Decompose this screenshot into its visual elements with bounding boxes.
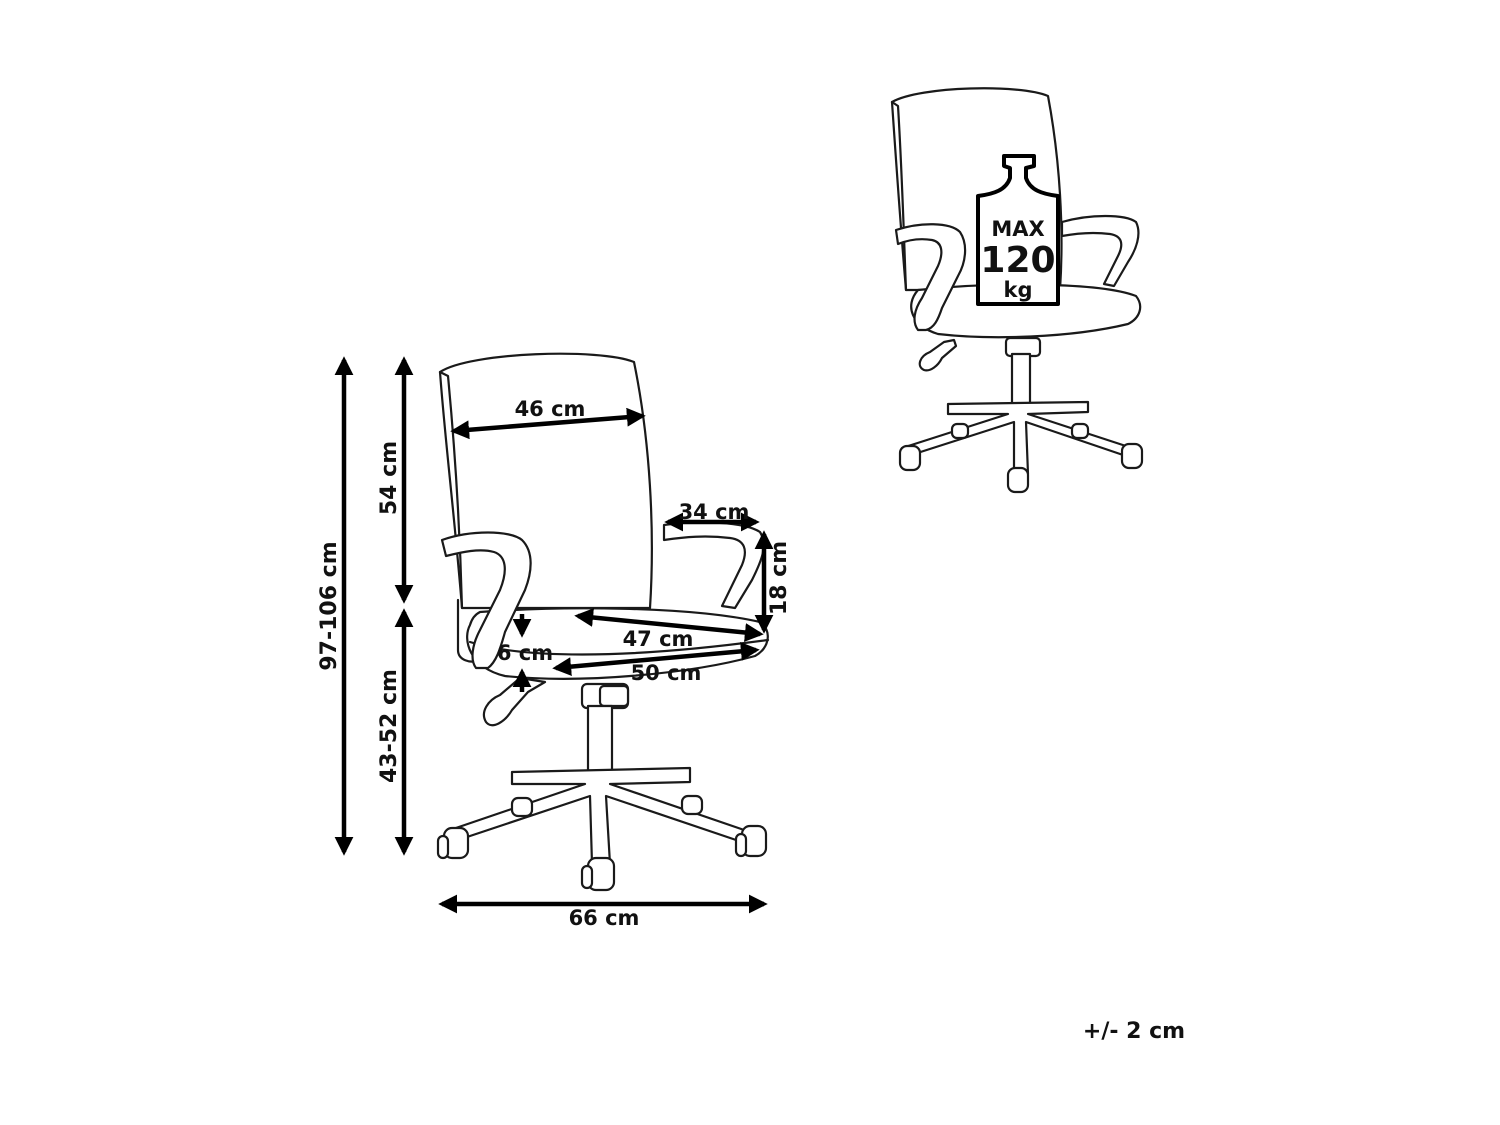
dimension-labels: 97-106 cm 54 cm 43-52 cm 46 cm 34 cm 18 … [317, 397, 792, 930]
base [448, 766, 752, 866]
caster [436, 826, 470, 860]
caster [510, 796, 534, 818]
armrest-left [440, 531, 532, 670]
caster [680, 794, 704, 816]
height-lever [482, 676, 547, 727]
dim-seat-width-line [552, 641, 760, 677]
armrest-right [662, 521, 765, 610]
label-seat-depth: 47 cm [623, 627, 694, 651]
label-backrest-height: 54 cm [377, 441, 402, 515]
dim-seat-depth-line [574, 608, 764, 642]
dim-backrest-width-line [450, 407, 646, 440]
label-backrest-width: 46 cm [515, 397, 586, 421]
label-armrest-length: 34 cm [679, 500, 750, 524]
backrest [438, 352, 653, 610]
label-seat-height: 43-52 cm [377, 669, 402, 783]
label-base-width: 66 cm [569, 906, 640, 930]
weight-shape [976, 154, 1060, 306]
caster [734, 824, 768, 858]
gas-cylinder [586, 704, 614, 774]
label-seat-thickness: 6 cm [497, 641, 553, 665]
main-chair-drawing [436, 352, 770, 892]
caster [580, 856, 616, 892]
dimension-lines [334, 356, 774, 914]
max-load-unit: kg [1004, 278, 1033, 302]
label-total-height: 97-106 cm [317, 541, 342, 670]
tolerance-note: +/- 2 cm [1083, 1019, 1185, 1044]
load-chair-drawing [890, 87, 1144, 494]
max-load-value: 120 [980, 240, 1055, 281]
label-armrest-height: 18 cm [767, 541, 792, 615]
max-load-label: MAX [991, 217, 1044, 241]
weight-icon: MAX 120 kg [976, 154, 1060, 306]
label-seat-width: 50 cm [631, 661, 702, 685]
